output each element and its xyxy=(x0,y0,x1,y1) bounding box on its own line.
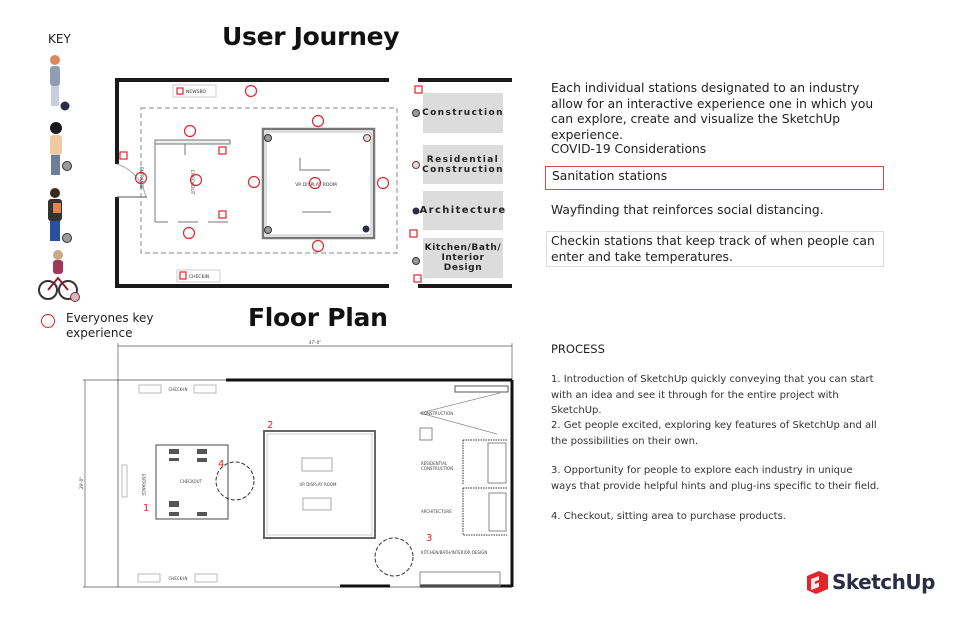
process-item-3: 3. Opportunity for people to explore eac… xyxy=(551,465,880,492)
station-architecture: Architecture xyxy=(419,191,505,230)
dimension-height: 29'-0" xyxy=(79,477,84,489)
checkin-box: Checkin stations that keep track of when… xyxy=(546,231,884,267)
marker-2: 2 xyxy=(267,420,273,431)
persona-dot xyxy=(264,226,272,234)
persona-dot xyxy=(412,207,420,215)
seating-area xyxy=(374,537,414,577)
construction-label: CONSTRUCTION xyxy=(421,411,453,416)
key-personas xyxy=(38,55,80,302)
checkout-label: CHECKOUT xyxy=(180,479,203,484)
walls xyxy=(115,78,512,288)
user-journey-plan: CHECKOUT ENTRANCE VR DISPLAY ROOM NEWSBO… xyxy=(115,78,512,288)
persona-parent-icon xyxy=(48,188,72,243)
sketchup-logo-text: SketchUp xyxy=(832,570,935,594)
vr-room xyxy=(261,127,376,240)
checkout-area xyxy=(154,139,231,223)
marker-3: 3 xyxy=(426,533,432,544)
user-journey-title: User Journey xyxy=(222,22,400,51)
key-title: KEY xyxy=(48,32,71,46)
entrance-label: ENTRANCE xyxy=(139,167,144,189)
key-experience-markers xyxy=(134,84,390,253)
sanitation-markers xyxy=(119,85,423,283)
persona-dot xyxy=(264,134,272,142)
vr-room xyxy=(263,430,376,539)
covid-heading: COVID-19 Considerations xyxy=(551,142,707,156)
newsbo-label: NEWSBO xyxy=(186,89,207,95)
intro-text: Each individual stations designated to a… xyxy=(551,81,874,142)
vr-room-label: VR DISPLAY ROOM xyxy=(295,182,337,188)
key-experience-circle-icon xyxy=(41,314,55,328)
architecture-label: ARCHITECTURE xyxy=(421,509,452,514)
entrance-label: ENTRANCE xyxy=(141,474,146,496)
persona-dot xyxy=(362,225,370,233)
persona-dot xyxy=(412,161,420,169)
checkout-room xyxy=(155,444,229,520)
station-construction: Construction xyxy=(422,93,503,133)
wayfinding-path xyxy=(140,107,398,254)
marker-4: 4 xyxy=(218,459,224,470)
checkin-top-label: CHECK-IN xyxy=(169,387,188,392)
persona-cyclist-icon xyxy=(38,250,80,302)
seating-area xyxy=(215,461,255,501)
sanitation-box: Sanitation stations xyxy=(545,166,884,190)
process-item-4: 4. Checkout, sitting area to purchase pr… xyxy=(551,511,786,522)
station-residential: Residential Construction xyxy=(422,145,503,184)
persona-standing-icon xyxy=(50,122,72,175)
floor-plan: 47'-0" 29'-0" CHECK-IN CHECK-IN ENTRANCE… xyxy=(79,340,514,588)
checkin-label: CHECKIN xyxy=(189,274,209,280)
residential-label: RESIDENTIAL xyxy=(421,461,448,466)
residential-label-2: CONSTRUCTION xyxy=(421,466,453,471)
dimension-width: 47'-0" xyxy=(309,340,321,345)
process-item-1: 1. Introduction of SketchUp quickly conv… xyxy=(551,374,874,416)
sketchup-logo-icon xyxy=(807,571,828,594)
floor-plan-title: Floor Plan xyxy=(248,303,388,332)
persona-dot xyxy=(412,109,420,117)
process-heading: PROCESS xyxy=(551,342,605,356)
process-item-2: 2. Get people excited, exploring key fea… xyxy=(551,420,877,447)
checkin-bottom-label: CHECK-IN xyxy=(169,576,188,581)
vr-room-label: VR DISPLAY ROOM xyxy=(300,482,338,487)
station-kitchen: Kitchen/Bath/ Interior Design xyxy=(423,238,503,278)
persona-dot xyxy=(363,134,371,142)
marker-1: 1 xyxy=(143,503,149,514)
wayfinding-text: Wayfinding that reinforces social distan… xyxy=(551,203,824,217)
sketchup-logo: SketchUp xyxy=(805,570,935,594)
persona-dot xyxy=(412,257,420,265)
key-legend-label: Everyones key experience xyxy=(66,311,154,340)
kitchen-label: KITCHEN/BATH/INTERIOR DESIGN xyxy=(421,550,487,555)
checkout-label: CHECKOUT xyxy=(189,170,195,195)
persona-walking-icon xyxy=(50,55,70,111)
